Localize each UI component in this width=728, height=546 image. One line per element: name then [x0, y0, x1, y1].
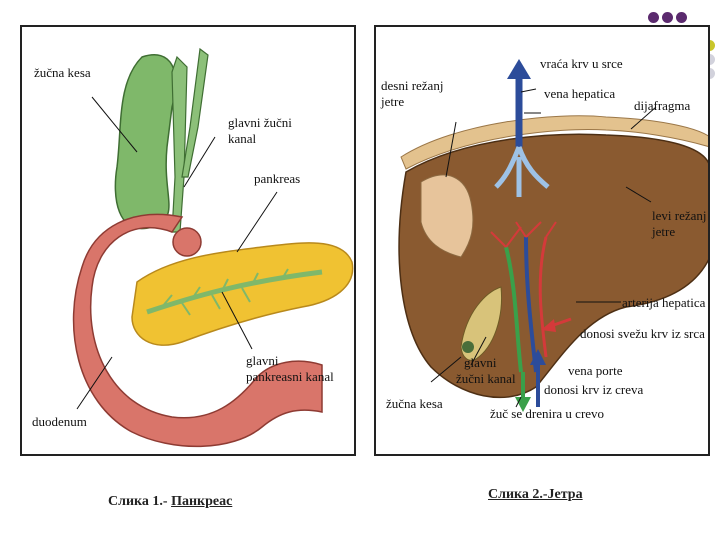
label-left-lobe-line1: levi režanj: [652, 208, 707, 223]
label-main-bile-duct-line1: glavni: [464, 355, 497, 370]
pancreas-diagram-panel: žučna kesa glavni žučni kanal pankreas g…: [20, 25, 356, 456]
label-right-lobe-line1: desni režanj: [381, 78, 444, 93]
label-fresh-blood: donosi svežu krv iz srca: [580, 326, 705, 341]
caption-figure-1: Слика 1.- Панкреас: [108, 494, 232, 510]
label-hepatic-vein: vena hepatica: [544, 86, 616, 101]
label-blood-to-heart: vraća krv u srce: [540, 56, 623, 71]
caption-figure-2: Слика 2.-Јетра: [488, 487, 583, 502]
label-hepatic-artery: arterija hepatica: [622, 295, 706, 310]
pancreas-illustration: [72, 47, 354, 448]
label-diaphragm: dijafragma: [634, 98, 691, 113]
liver-shape: [398, 133, 708, 399]
label-main-bile-duct-line2: kanal: [228, 131, 257, 146]
label-gallbladder: žučna kesa: [34, 65, 91, 80]
duodenum-shape: [72, 213, 323, 448]
label-main-bile-duct-line1: glavni žučni: [228, 115, 292, 130]
label-bile-drains: žuč se drenira u crevo: [490, 406, 605, 421]
caption-figure-1-title: Панкреас: [171, 494, 233, 509]
label-pancreatic-duct-line2: pankreasni kanal: [246, 369, 334, 384]
label-portal-vein: vena porte: [568, 363, 623, 378]
label-right-lobe-line2: jetre: [381, 94, 405, 109]
label-blood-from-intestine: donosi krv iz creva: [544, 382, 644, 397]
bile-duct-shape: [171, 55, 188, 233]
label-gallbladder: žučna kesa: [386, 396, 443, 411]
label-duodenum: duodenum: [32, 414, 87, 429]
liver-illustration: [398, 59, 708, 412]
label-pancreas: pankreas: [254, 171, 301, 186]
gallbladder-shape: [114, 54, 177, 230]
caption-figure-1-prefix: Слика 1.-: [108, 494, 168, 509]
label-left-lobe-line2: jetre: [652, 224, 676, 239]
pancreas-shape: [131, 242, 354, 346]
liver-diagram-panel: vraća krv u srce desni režanj jetre vena…: [374, 25, 710, 456]
label-main-bile-duct-line2: žučni kanal: [456, 371, 516, 386]
label-pancreatic-duct-line1: glavni: [246, 353, 279, 368]
